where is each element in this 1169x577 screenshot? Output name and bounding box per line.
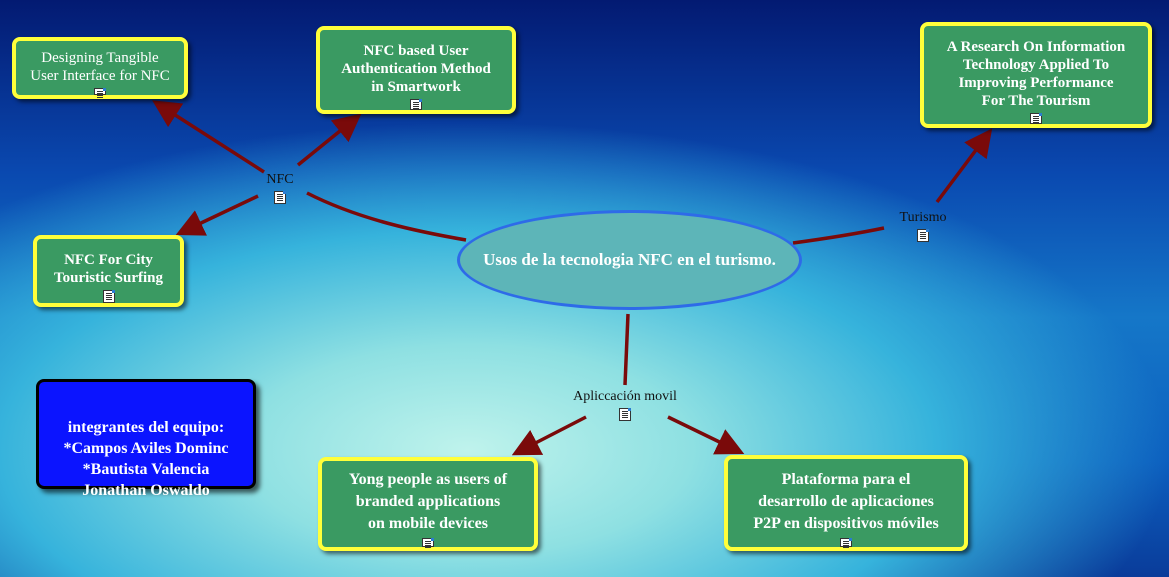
link-label-nfc-text: NFC [266,172,294,187]
link-label-turismo[interactable]: Turismo [884,210,962,242]
arrow-turismo-to-research [935,128,993,204]
node-designing-tangible[interactable]: Designing Tangible User Interface for NF… [12,37,188,99]
node-plataforma-p2p-text: Plataforma para el desarrollo de aplicac… [753,471,939,532]
document-icon[interactable] [94,88,106,95]
line-center-to-app [623,313,630,386]
link-label-app[interactable]: Apliccación movil [560,389,690,421]
link-label-app-text: Apliccación movil [573,389,677,404]
document-icon[interactable] [1030,113,1042,124]
document-icon[interactable] [619,408,631,421]
node-nfc-city-touristic-text: NFC For City Touristic Surfing [53,252,164,286]
node-yong-people[interactable]: Yong people as users of branded applicat… [318,457,538,551]
document-icon[interactable] [410,99,422,110]
node-nfc-city-touristic[interactable]: NFC For City Touristic Surfing [33,235,184,307]
document-icon[interactable] [917,229,929,242]
node-research-tourism-text: A Research On Information Technology App… [946,39,1126,109]
node-nfc-authentication-text: NFC based User Authentication Method in … [341,43,491,95]
arrow-nfc-to-auth [296,113,362,167]
team-members-text: integrantes del equipo: *Campos Aviles D… [63,419,229,499]
arrow-app-to-plataforma [667,415,745,455]
node-designing-tangible-text: Designing Tangible User Interface for NF… [30,50,170,84]
document-icon[interactable] [102,290,115,303]
node-plataforma-p2p[interactable]: Plataforma para el desarrollo de aplicac… [724,455,968,551]
arrow-nfc-to-city [175,194,259,236]
document-icon[interactable] [840,538,852,547]
line-center-to-nfc [306,191,467,242]
document-icon[interactable] [422,538,434,547]
link-label-turismo-text: Turismo [899,210,947,225]
node-research-tourism[interactable]: A Research On Information Technology App… [920,22,1152,128]
link-label-nfc[interactable]: NFC [256,172,304,204]
team-members-box[interactable]: integrantes del equipo: *Campos Aviles D… [36,379,256,499]
node-nfc-authentication[interactable]: NFC based User Authentication Method in … [316,26,516,114]
node-yong-people-text: Yong people as users of branded applicat… [348,471,508,532]
arrow-nfc-to-tangible [152,100,265,174]
line-center-to-turismo [792,226,885,245]
document-icon[interactable] [274,191,286,204]
central-topic[interactable]: Usos de la tecnologia NFC en el turismo. [457,210,802,310]
central-topic-text: Usos de la tecnologia NFC en el turismo. [483,250,776,269]
arrow-app-to-yong [511,415,587,456]
